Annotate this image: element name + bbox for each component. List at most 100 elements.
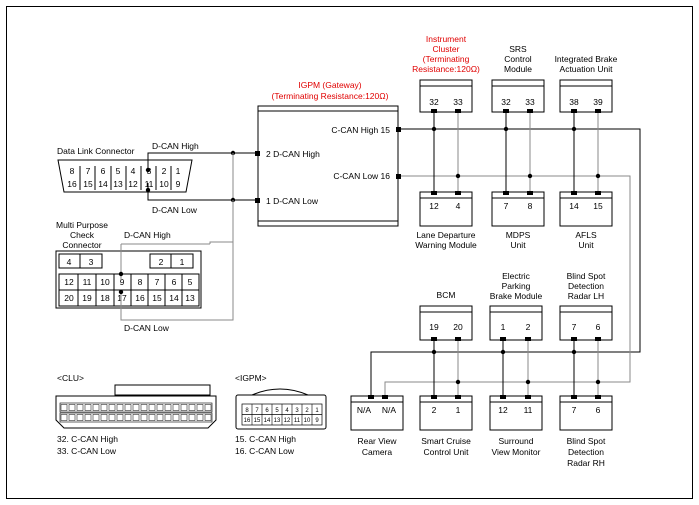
mpcc-d-can-low-label: D-CAN Low [124, 323, 170, 333]
mpcc-pin: 2 [159, 257, 164, 267]
data-link-connector: Data Link Connector 8 7 6 5 4 3 2 1 16 1… [57, 141, 199, 215]
igpm-box [257, 105, 399, 227]
d-can-wiring [118, 150, 256, 321]
igpm-conn-note-low: 16. C-CAN Low [235, 446, 295, 456]
clu-pin-cell [76, 404, 84, 411]
clu-pin-cell [76, 414, 84, 421]
pin-label: N/A [382, 405, 397, 415]
blind-spot-detection-radar-rh: 7 6 Blind Spot Detection Radar RH [559, 395, 613, 468]
module-label: Cluster [433, 44, 460, 54]
mpcc-pin: 6 [172, 277, 177, 287]
igpm-conn-pin: 12 [284, 418, 291, 424]
clu-pin-cell [100, 404, 108, 411]
mpcc-pin: 8 [138, 277, 143, 287]
dlc-pin: 12 [128, 179, 138, 189]
pin-label: 19 [429, 322, 439, 332]
clu-pin-cell [124, 414, 132, 421]
pin-label: 38 [569, 97, 579, 107]
module-label: Unit [510, 240, 526, 250]
module-label: BCM [437, 290, 456, 300]
module-label: Camera [362, 447, 393, 457]
module-label: Brake Module [490, 291, 543, 301]
clu-pin-cell [140, 414, 148, 421]
pin-label: 8 [528, 201, 533, 211]
pin-label: 4 [456, 201, 461, 211]
igpm-conn-note-high: 15. C-CAN High [235, 434, 296, 444]
dlc-pin: 9 [176, 179, 181, 189]
dlc-pin: 1 [176, 166, 181, 176]
clu-pin-grid [60, 404, 212, 421]
dlc-pin: 10 [159, 179, 169, 189]
mpcc-pin: 1 [180, 257, 185, 267]
igpm-connector: <IGPM> 8 7 6 5 4 3 2 1 16 15 14 13 12 11… [235, 373, 327, 456]
dlc-title: Data Link Connector [57, 146, 135, 156]
pin-label: 7 [504, 201, 509, 211]
pin-label: 7 [572, 322, 577, 332]
clu-pin-cell [132, 414, 140, 421]
dlc-pin: 2 [162, 166, 167, 176]
multi-purpose-check-connector: Multi Purpose Check Connector D-CAN High… [55, 220, 202, 333]
mpcc-title-line: Multi Purpose [56, 220, 108, 230]
module-label: Smart Cruise [421, 436, 471, 446]
clu-pin-cell [60, 404, 68, 411]
module-label: Actuation Unit [560, 64, 614, 74]
mpcc-pin: 5 [188, 277, 193, 287]
clu-pin-cell [196, 404, 204, 411]
smart-cruise-control-unit: 2 1 Smart Cruise Control Unit [419, 395, 473, 457]
module-label: Detection [568, 281, 604, 291]
diagram-frame [6, 6, 693, 499]
mpcc-pin: 13 [185, 293, 195, 303]
clu-pin-cell [204, 414, 212, 421]
igpm-conn-pin: 1 [315, 408, 319, 414]
dlc-pin: 6 [101, 166, 106, 176]
igpm-conn-pin: 2 [305, 408, 309, 414]
igpm-subtitle: (Terminating Resistance:120Ω) [272, 91, 389, 101]
blind-spot-detection-radar-lh: Blind Spot Detection Radar LH 7 6 [559, 271, 613, 341]
srs-control-module: SRS Control Module 32 33 [491, 44, 545, 113]
dlc-pin: 11 [145, 179, 154, 189]
dlc-pin: 14 [98, 179, 108, 189]
mpcc-pin: 10 [100, 277, 110, 287]
electric-parking-brake-module: Electric Parking Brake Module 1 2 [489, 271, 543, 341]
igpm-conn-pin: 10 [304, 418, 311, 424]
module-label: Radar LH [568, 291, 604, 301]
dlc-pin: 8 [70, 166, 75, 176]
clu-pin-cell [188, 414, 196, 421]
clu-pin-cell [204, 404, 212, 411]
pin-label: 32 [501, 97, 511, 107]
module-label: Integrated Brake [555, 54, 618, 64]
pin-label: 1 [501, 322, 506, 332]
module-label: Surround [499, 436, 534, 446]
clu-pin-cell [84, 414, 92, 421]
surround-view-monitor: 12 11 Surround View Monitor [489, 395, 543, 457]
igpm-c-can-high-pin: C-CAN High 15 [331, 125, 390, 135]
pin-label: 12 [498, 405, 508, 415]
mpcc-pin: 3 [89, 257, 94, 267]
mpcc-pin: 4 [67, 257, 72, 267]
clu-pin-cell [108, 414, 116, 421]
igpm-conn-pin: 9 [315, 418, 319, 424]
clu-pin-cell [164, 404, 172, 411]
clu-note-low: 33. C-CAN Low [57, 446, 117, 456]
pin-label: 33 [525, 97, 535, 107]
mpcc-pin: 17 [117, 293, 127, 303]
module-label: (Terminating [423, 54, 470, 64]
clu-pin-cell [156, 404, 164, 411]
clu-pin-cell [140, 404, 148, 411]
clu-pin-cell [124, 404, 132, 411]
mpcc-title-line: Check [70, 230, 95, 240]
module-label: Unit [578, 240, 594, 250]
integrated-brake-actuation-unit: Integrated Brake Actuation Unit 38 39 [555, 54, 618, 113]
module-label: Control [504, 54, 532, 64]
module-label: Control Unit [424, 447, 470, 457]
module-label: Warning Module [415, 240, 477, 250]
igpm-d-can-low-pin: 1 D-CAN Low [266, 196, 319, 206]
lane-departure-warning-module: 12 4 Lane Departure Warning Module [415, 191, 477, 250]
mpcc-pin: 12 [64, 277, 74, 287]
pin-label: 20 [453, 322, 463, 332]
igpm-conn-pin: 13 [274, 418, 281, 424]
clu-pin-cell [92, 414, 100, 421]
pin-label: N/A [357, 405, 372, 415]
rear-view-camera: N/A N/A Rear View Camera [350, 395, 404, 457]
